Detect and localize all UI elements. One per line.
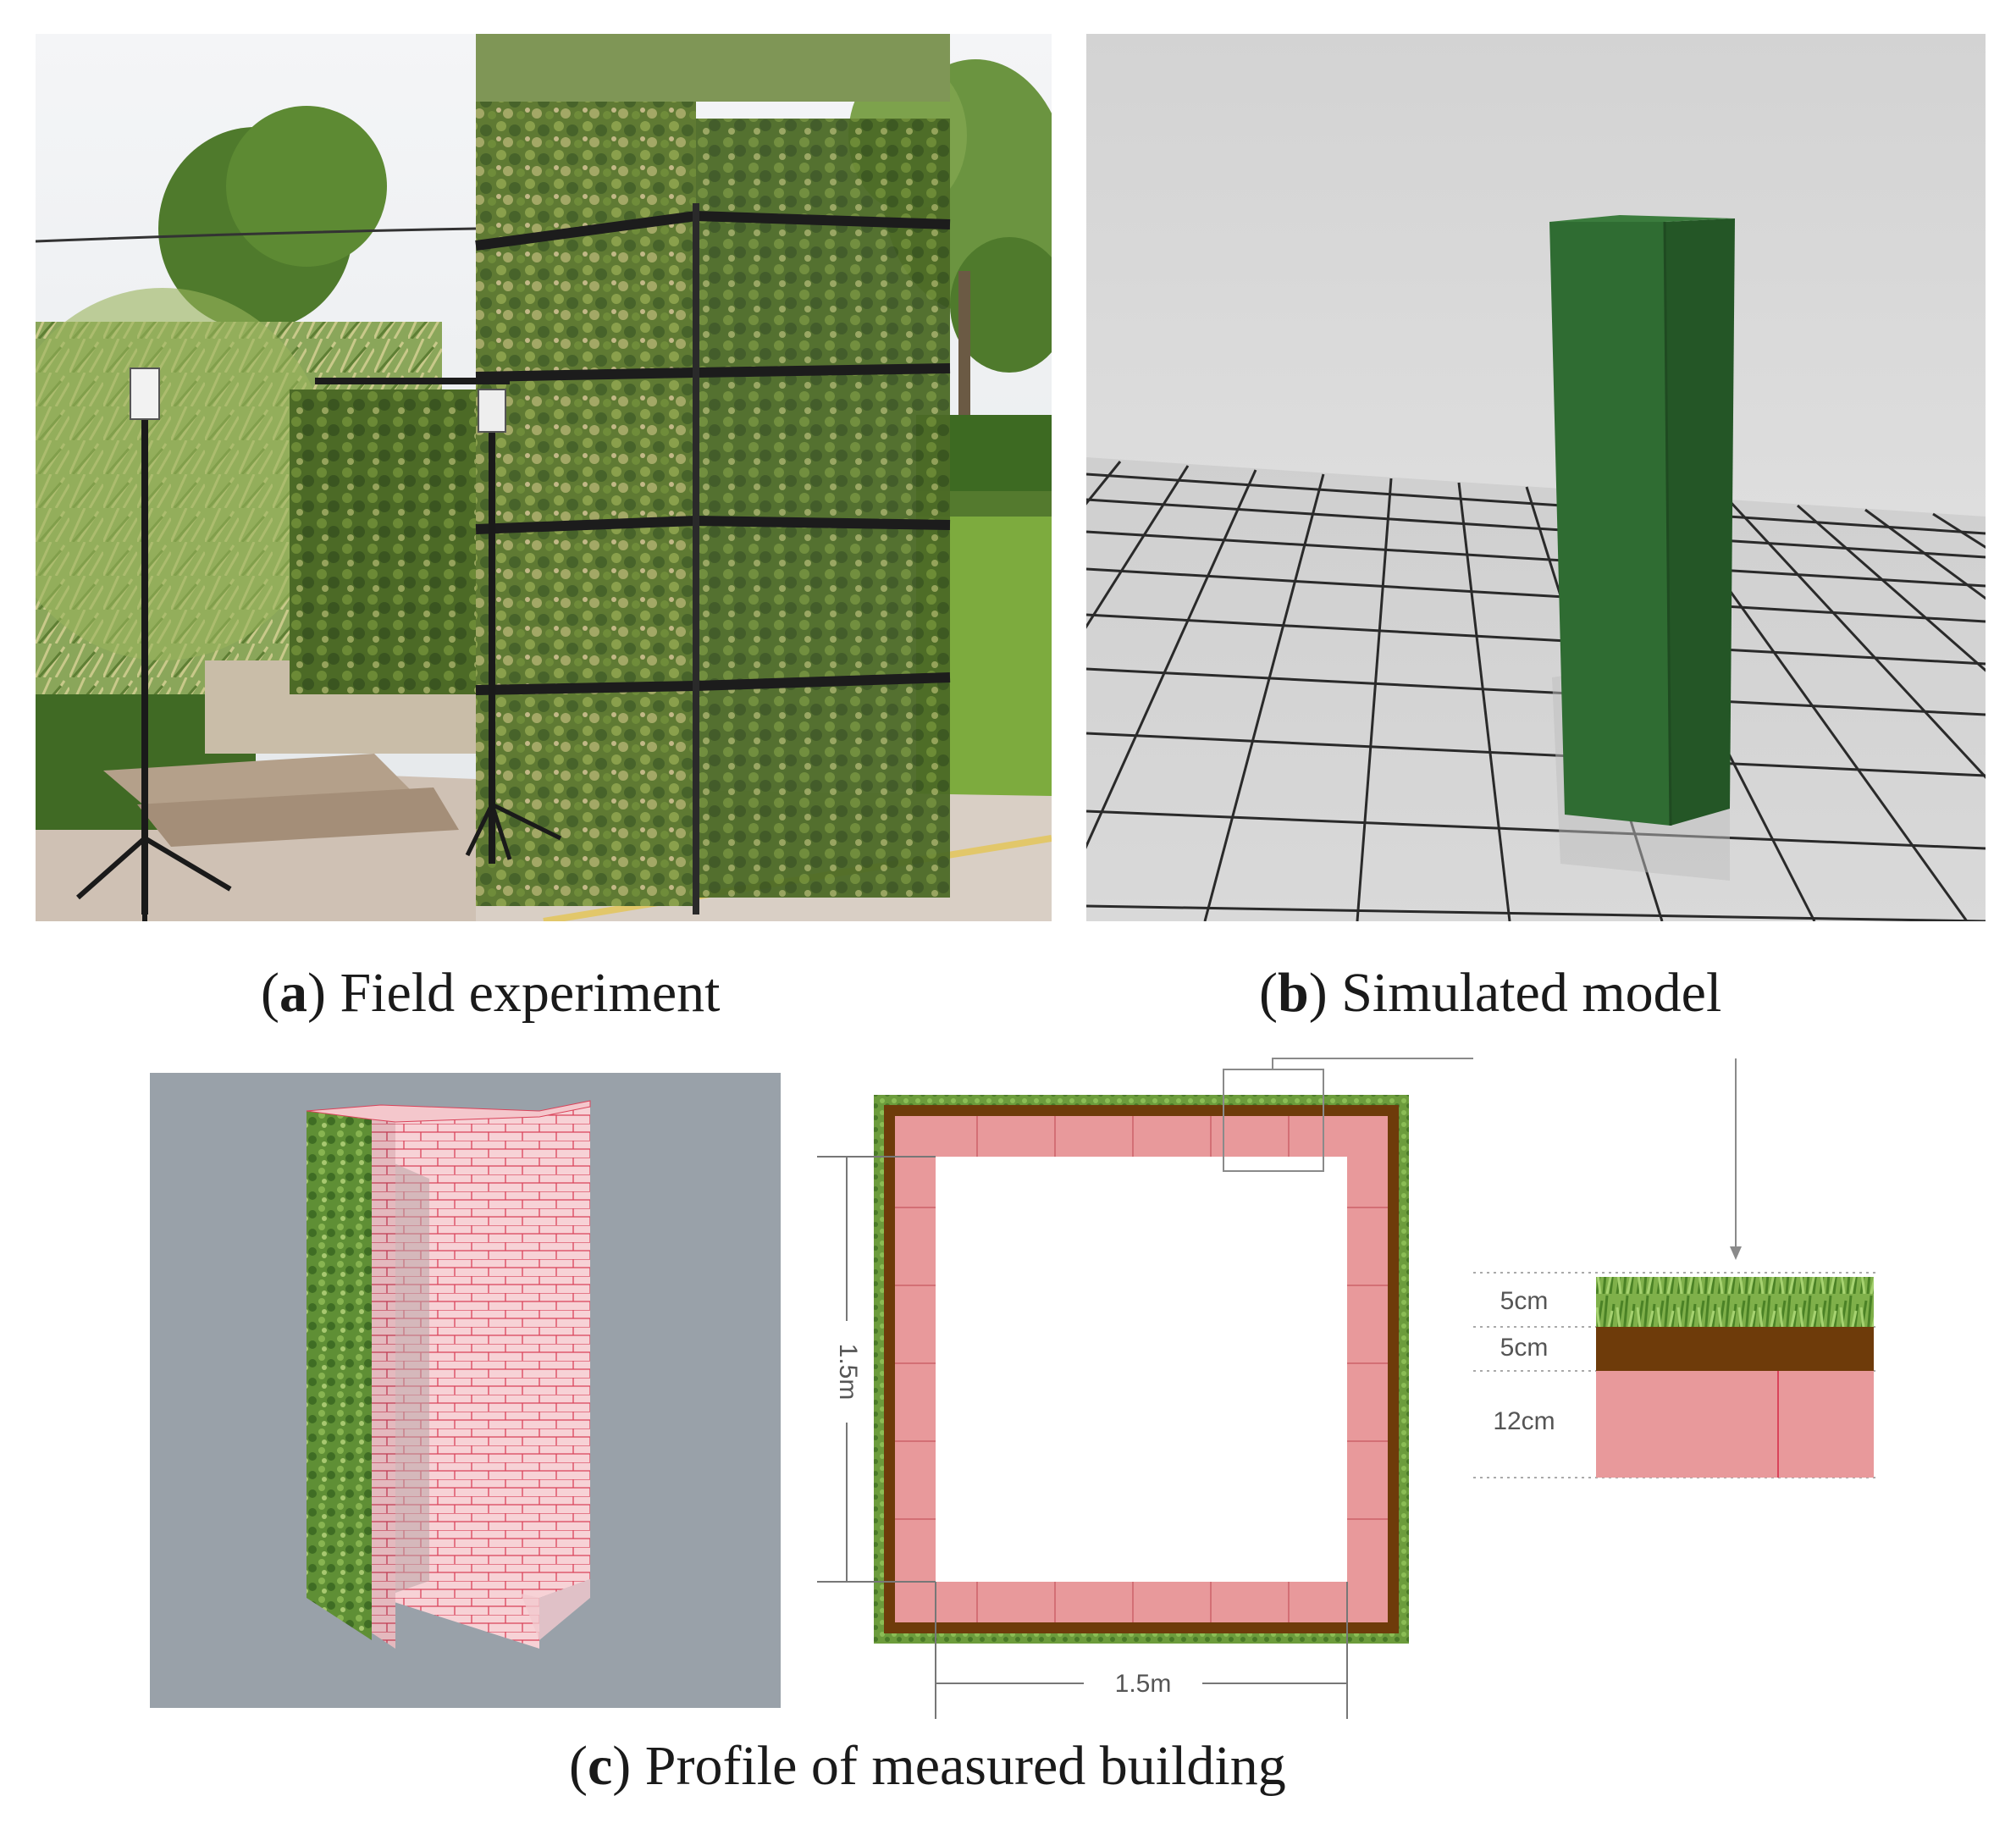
plan-view-diagram: 1.5m 1.5m <box>796 1050 1473 1719</box>
panel-a-caption-text: Field experiment <box>340 962 721 1024</box>
panel-b-caption-text: Simulated model <box>1341 962 1722 1024</box>
panel-a-caption: (a) Field experiment <box>261 962 721 1024</box>
layer-label-substrate: 5cm <box>1500 1334 1549 1362</box>
simulated-model-render <box>1086 34 1986 921</box>
panel-b-letter: b <box>1277 962 1309 1024</box>
layer-label-brick: 12cm <box>1493 1407 1555 1435</box>
panel-c-caption-text: Profile of measured building <box>644 1735 1286 1797</box>
vertical-dimension-label: 1.5m <box>834 1344 862 1401</box>
layer-detail-diagram: 5cm 5cm 12cm <box>1473 1050 1981 1490</box>
panel-b-caption: (b) Simulated model <box>1259 962 1722 1024</box>
horizontal-dimension-label: 1.5m <box>1115 1670 1172 1698</box>
field-experiment-photo <box>36 34 1052 921</box>
layer-label-vegetation: 5cm <box>1500 1287 1549 1315</box>
wall-section-3d-render <box>150 1073 781 1708</box>
panel-c-caption: (c) Profile of measured building <box>569 1735 1286 1797</box>
panel-a-letter: a <box>279 962 307 1024</box>
panel-c-letter: c <box>587 1735 613 1797</box>
